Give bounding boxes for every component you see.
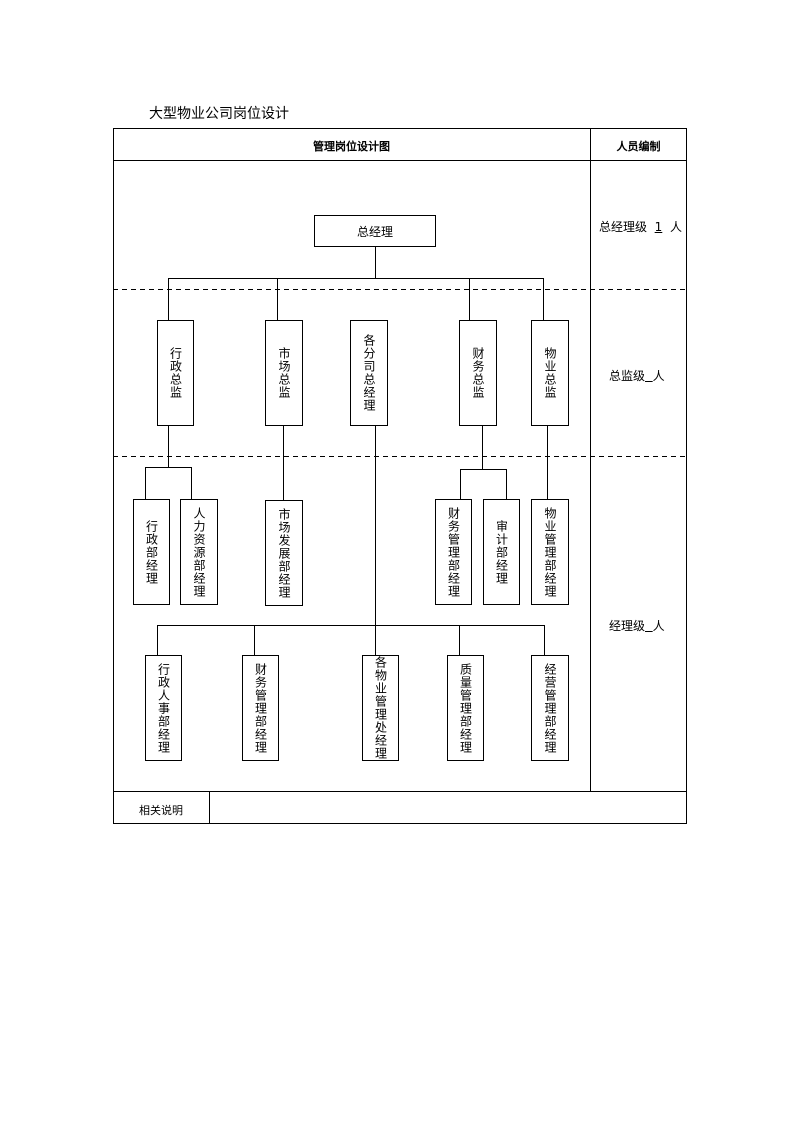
- org-box-admin-personnel-manager: 行政人事部经理: [145, 655, 182, 761]
- org-box-quality-manager: 质量管理部经理: [447, 655, 484, 761]
- org-box-property-manager: 物业管理部经理: [531, 499, 569, 605]
- org-box-finance-mgmt-manager: 财务管理部经理: [242, 655, 279, 761]
- staff-director-level: 总监级 人: [609, 369, 665, 383]
- table-border: [113, 128, 687, 824]
- org-box-hr-manager: 人力资源部经理: [180, 499, 218, 605]
- org-box-operations-manager: 经营管理部经理: [531, 655, 569, 761]
- org-box-audit-manager: 审计部经理: [483, 499, 520, 605]
- org-box-property-office-manager: 各物业管理处经理: [362, 655, 399, 761]
- org-box-admin-director: 行政总监: [157, 320, 194, 426]
- org-box-property-director: 物业总监: [531, 320, 569, 426]
- document-title: 大型物业公司岗位设计: [149, 106, 289, 122]
- org-box-market-director: 市场总监: [265, 320, 303, 426]
- staff-manager-level: 经理级 人: [609, 619, 665, 633]
- staff-gm-level: 总经理级 1 人: [599, 220, 682, 234]
- chart-column-header: 管理岗位设计图: [313, 140, 390, 153]
- org-box-branch-gm: 各分司总经理: [350, 320, 388, 426]
- notes-label: 相关说明: [139, 804, 183, 817]
- org-box-finance-manager: 财务管理部经理: [435, 499, 472, 605]
- org-box-market-dev-manager: 市场发展部经理: [265, 500, 303, 606]
- org-box-general-manager: 总经理: [314, 215, 436, 247]
- org-box-admin-manager: 行政部经理: [133, 499, 170, 605]
- org-box-finance-director: 财务总监: [459, 320, 497, 426]
- staff-column-header: 人员编制: [616, 140, 661, 153]
